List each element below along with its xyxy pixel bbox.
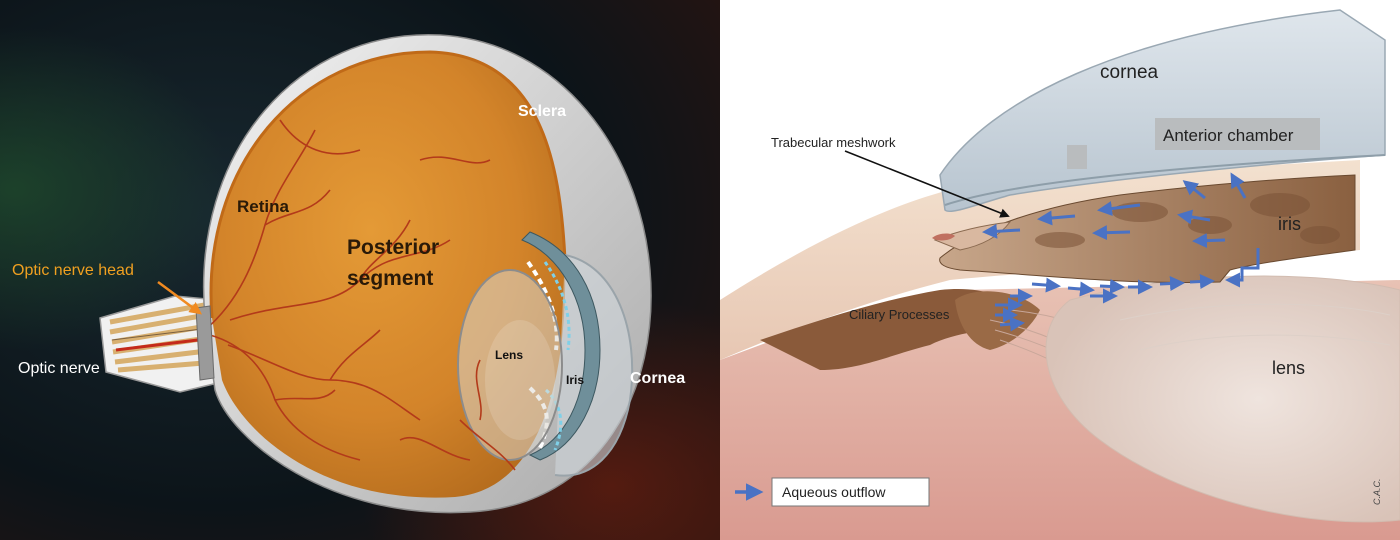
- schlemm-canal: [932, 233, 955, 241]
- label-cornea: Cornea: [630, 370, 685, 387]
- label-ciliary-processes: Ciliary Processes: [849, 307, 950, 322]
- legend-label: Aqueous outflow: [782, 484, 886, 500]
- cornea-marker: [1067, 145, 1087, 169]
- label-sclera: Sclera: [518, 103, 566, 120]
- right-panel: cornea Anterior chamber Trabecular meshw…: [720, 0, 1400, 540]
- label-iris: Iris: [566, 373, 584, 387]
- label-posterior-line1: Posterior: [347, 236, 439, 259]
- label-lens-right: lens: [1272, 358, 1305, 378]
- label-trabecular-meshwork: Trabecular meshwork: [771, 135, 896, 150]
- label-lens: Lens: [495, 348, 523, 362]
- retinal-vessels: [204, 119, 516, 471]
- anterior-chamber-box: [1155, 118, 1320, 150]
- label-posterior-line2: segment: [347, 267, 433, 290]
- aqueous-flow-arrows: [982, 172, 1260, 332]
- label-optic-nerve-head: Optic nerve head: [12, 262, 134, 279]
- lens-shape: [457, 269, 563, 461]
- artist-signature: C.A.C.: [1372, 478, 1382, 505]
- optic-nerve-head-pointer: [157, 280, 203, 315]
- label-retina: Retina: [237, 197, 290, 216]
- label-cornea-right: cornea: [1100, 62, 1159, 83]
- optic-disc: [195, 305, 215, 381]
- label-optic-nerve: Optic nerve: [18, 360, 100, 377]
- left-panel: Sclera Retina Posterior segment Optic ne…: [0, 0, 720, 540]
- label-anterior-chamber: Anterior chamber: [1163, 126, 1294, 145]
- legend: Aqueous outflow: [735, 477, 930, 507]
- label-iris-right: iris: [1278, 214, 1301, 234]
- legend-box: [771, 477, 930, 507]
- trabecular-pointer: [844, 150, 1010, 218]
